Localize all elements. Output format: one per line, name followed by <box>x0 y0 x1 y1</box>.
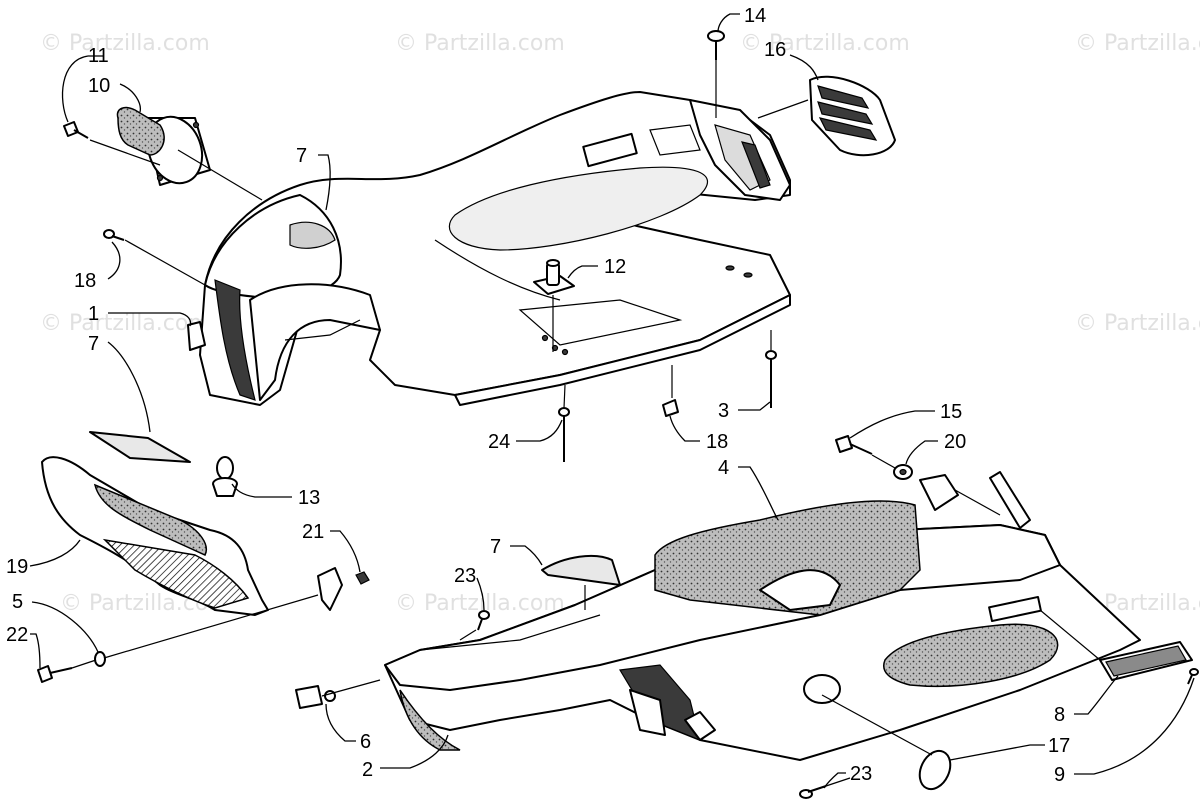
callout-1: 1 <box>88 303 99 325</box>
part-12-post <box>533 259 575 295</box>
watermark-5: © Partzilla.com <box>40 311 210 336</box>
part-10-housing <box>116 106 211 186</box>
callout-6: 6 <box>360 731 371 753</box>
callout-13: 13 <box>298 487 320 509</box>
clamp-13 <box>212 456 238 497</box>
screw-22 <box>37 665 73 683</box>
bolt-15 <box>835 435 873 455</box>
callout-18-upper: 18 <box>74 270 96 292</box>
callout-5: 5 <box>12 591 23 613</box>
decal-7-lower <box>541 554 621 586</box>
callout-11: 11 <box>88 45 109 67</box>
screw-9 <box>1187 668 1199 685</box>
trim-19 <box>41 456 269 616</box>
callout-8: 8 <box>1054 704 1065 726</box>
screw-14 <box>707 30 725 60</box>
assembly-lines <box>71 60 1101 787</box>
callout-16: 16 <box>764 39 786 61</box>
callout-4: 4 <box>718 457 729 479</box>
callout-18-lower: 18 <box>706 431 728 453</box>
callout-22: 22 <box>6 624 28 646</box>
callout-10: 10 <box>88 75 110 97</box>
clip-18-lower <box>662 399 679 417</box>
callout-7-top: 7 <box>296 145 307 167</box>
decal-7-left <box>89 431 191 463</box>
clip-6 <box>295 685 336 709</box>
watermark-4: © Partzilla.com <box>1075 31 1200 56</box>
bracket-21 <box>317 567 370 611</box>
callout-17: 17 <box>1048 735 1070 757</box>
bolt-18-upper <box>103 229 125 241</box>
callout-7-lower: 7 <box>490 536 501 558</box>
reflector-8 <box>1099 641 1193 681</box>
watermark-3: © Partzilla.com <box>740 31 910 56</box>
screw-23-lower <box>799 785 827 799</box>
callout-9: 9 <box>1054 764 1065 786</box>
callout-7-left: 7 <box>88 333 99 355</box>
callout-2: 2 <box>362 759 373 781</box>
callout-15: 15 <box>940 401 962 423</box>
watermark-1: © Partzilla.com <box>40 31 210 56</box>
callout-23-lower: 23 <box>850 763 872 785</box>
plug-17 <box>918 749 952 791</box>
watermark-2: © Partzilla.com <box>395 31 565 56</box>
callout-21: 21 <box>302 521 324 543</box>
rivet-24 <box>558 407 570 462</box>
upper-body-panel <box>187 91 791 406</box>
bolt-11 <box>63 121 89 139</box>
watermark-6: © Partzilla.com <box>1075 311 1200 336</box>
callout-24: 24 <box>488 431 510 453</box>
callout-19: 19 <box>6 556 28 578</box>
rivet-3 <box>765 350 777 408</box>
leader-lines <box>29 13 1195 789</box>
screw-23-upper <box>477 610 490 631</box>
callout-labels: 11 10 7 14 16 18 1 7 12 3 24 18 15 20 4 … <box>6 5 1070 786</box>
callout-3: 3 <box>718 400 729 422</box>
callout-23-upper: 23 <box>454 565 476 587</box>
callout-12: 12 <box>604 256 626 278</box>
callout-20: 20 <box>944 431 966 453</box>
washer-5 <box>94 651 106 667</box>
lower-body-panel <box>384 471 1141 761</box>
washer-20 <box>893 464 913 480</box>
callout-14: 14 <box>744 5 766 27</box>
vent-16 <box>809 75 896 157</box>
